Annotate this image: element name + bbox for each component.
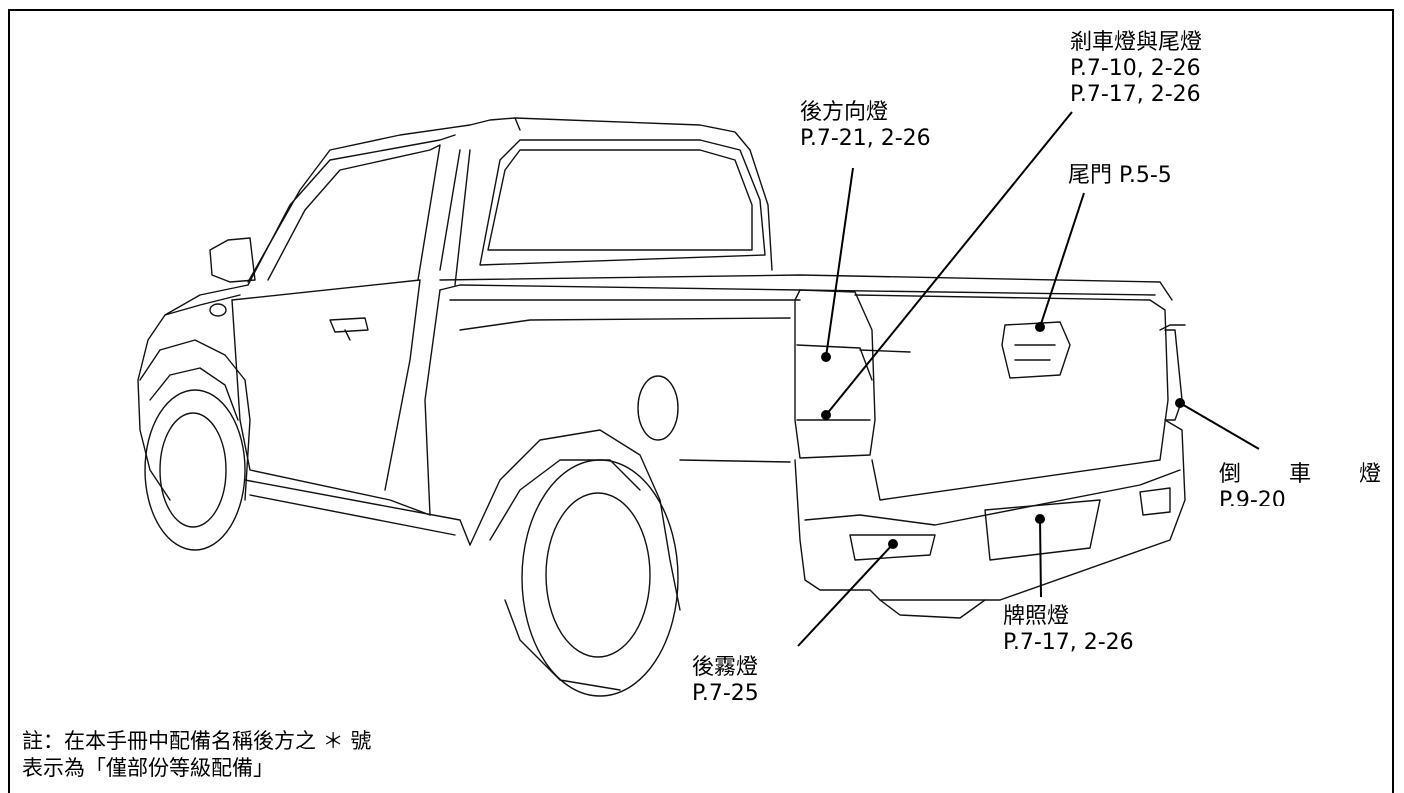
reverse-char-3: 燈 (1358, 462, 1381, 487)
label-tailgate: 尾門 P.5-5 (1068, 163, 1172, 189)
reverse-name: 倒 車 燈 (1219, 462, 1381, 488)
label-rear-fog-light: 後霧燈 P.7-25 (692, 655, 759, 707)
label-license-plate-light: 牌照燈 P.7-17, 2-26 (1003, 604, 1134, 656)
tailgate-text: 尾門 P.5-5 (1068, 163, 1172, 188)
brake-tail-ref-2: P.7-17, 2-26 (1070, 82, 1201, 107)
rear-turn-name: 後方向燈 (800, 100, 889, 125)
rear-fog-name: 後霧燈 (692, 655, 759, 680)
reverse-char-2: 車 (1288, 462, 1311, 487)
reverse-char-1: 倒 (1219, 462, 1242, 487)
label-reverse-light: 倒 車 燈 P.9-20 (1219, 462, 1381, 506)
diagram-frame (8, 9, 1394, 793)
callout-pointers (797, 111, 1260, 647)
callout-dots (821, 322, 1185, 549)
footnote: 註：在本手冊中配備名稱後方之 ＊ 號 表示為「僅部份等級配備」 (22, 728, 371, 782)
license-ref: P.7-17, 2-26 (1003, 630, 1134, 655)
truck-outline (137, 117, 1186, 697)
reverse-ref: P.9-20 (1219, 488, 1286, 506)
rear-fog-ref: P.7-25 (692, 681, 759, 706)
label-brake-tail-light: 剎車燈與尾燈 P.7-10, 2-26 P.7-17, 2-26 (1070, 30, 1202, 108)
footnote-line-2: 表示為「僅部份等級配備」 (22, 756, 274, 780)
brake-tail-ref-1: P.7-10, 2-26 (1070, 56, 1201, 81)
rear-turn-ref: P.7-21, 2-26 (800, 126, 931, 151)
label-rear-turn-signal: 後方向燈 P.7-21, 2-26 (800, 100, 931, 152)
license-name: 牌照燈 (1003, 604, 1070, 629)
brake-tail-name: 剎車燈與尾燈 (1070, 30, 1203, 55)
footnote-line-1: 註：在本手冊中配備名稱後方之 ＊ 號 (22, 729, 372, 753)
